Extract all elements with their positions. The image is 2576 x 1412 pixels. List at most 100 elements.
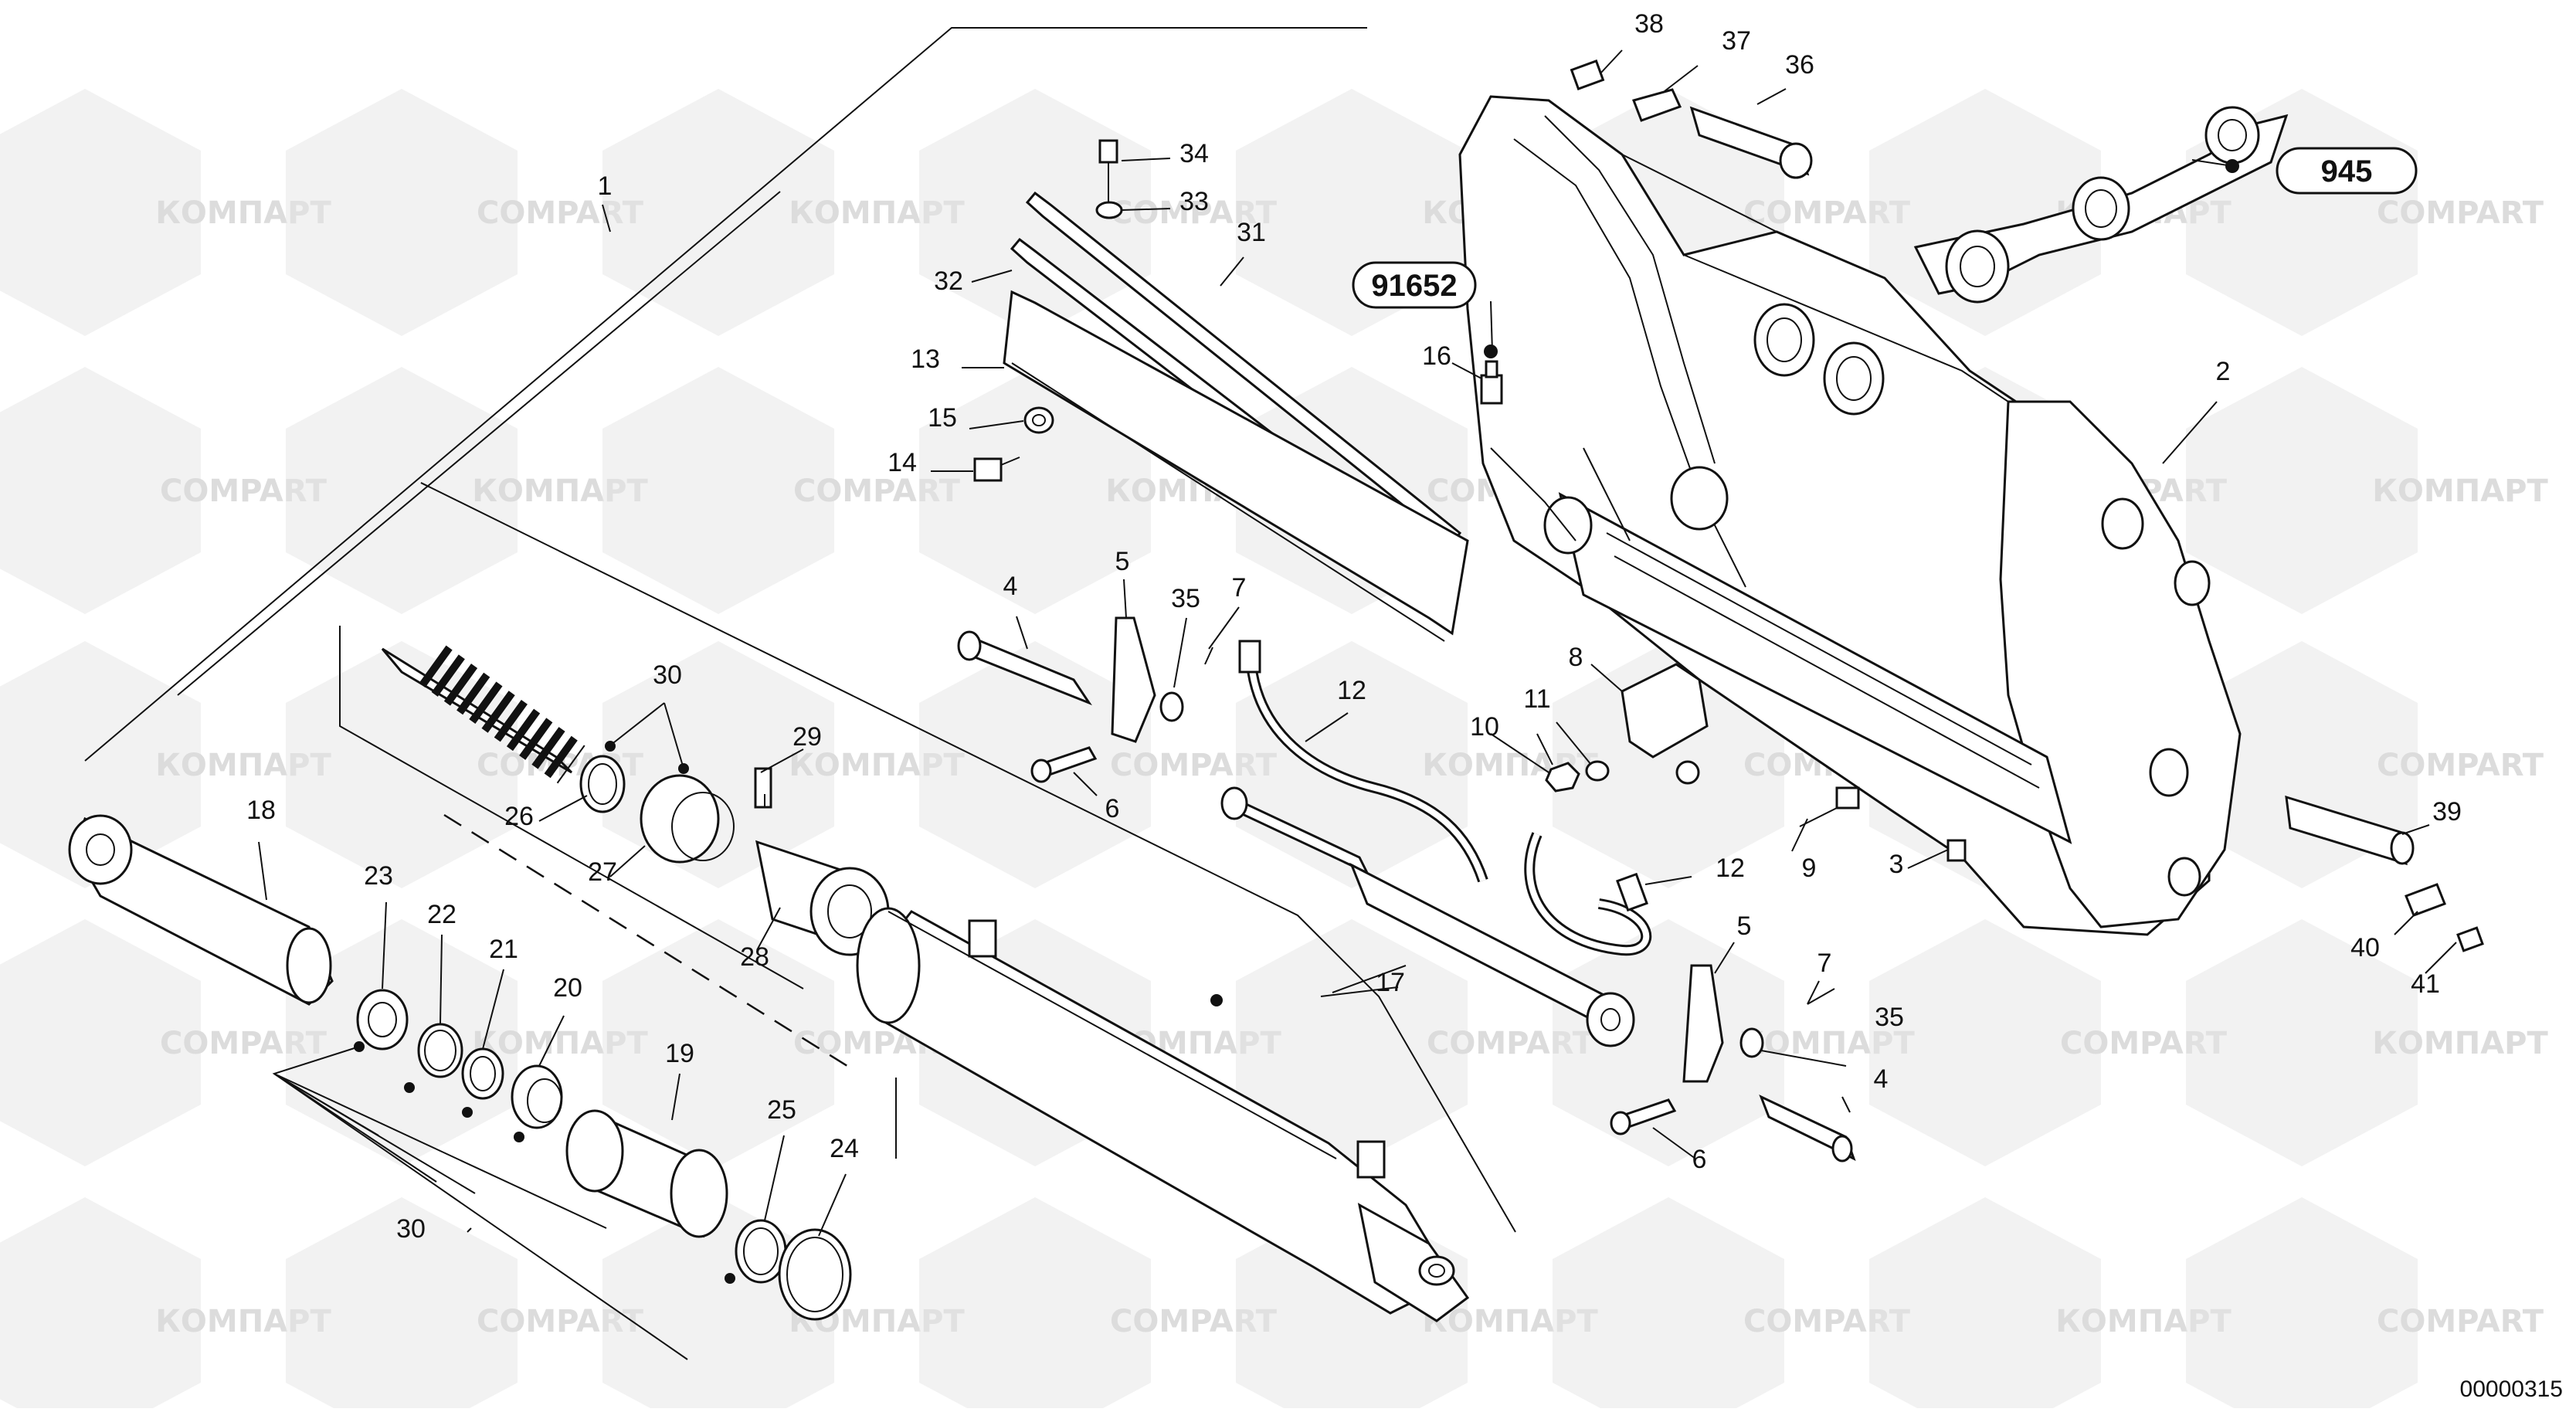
callout-label-31: 31 [1237,218,1266,247]
cylinder-barrel [856,907,1470,1322]
callout-label-6: 6 [1105,794,1120,823]
watermark-word: COMPART [160,473,328,509]
callout-label-10: 10 [1470,712,1499,742]
watermark-logo: COMPART [1236,919,1594,1166]
callout-label-26: 26 [504,802,534,831]
watermark-word: КОМПАРТ [2372,473,2548,509]
callout-labels: 1234455667789101112121314151617181920212… [246,9,2462,1244]
watermark-word: КОМПАРТ [789,748,965,783]
document-number: 00000315 [2460,1376,2563,1402]
callout-label-11: 11 [1523,684,1550,714]
watermark-word: COMPART [1743,1304,1911,1339]
pivot-frame [1458,95,2242,936]
reference-badge-945: 945 [2225,147,2418,195]
callout-label-28: 28 [740,942,769,972]
callout-label-22: 22 [427,900,456,929]
watermark-logo: КОМПАРТ [2186,919,2548,1166]
watermark-logo: КОМПАРТ [602,89,965,336]
watermark-word: COMPART [477,195,644,231]
callout-label-12: 12 [1337,676,1366,705]
watermark-logo: КОМПАРТ [0,1197,331,1412]
callout-label-8: 8 [1569,643,1583,672]
callout-label-40: 40 [2350,933,2380,962]
watermark-word: КОМПАРТ [1739,1026,1915,1061]
callout-label-18: 18 [246,796,276,825]
watermark-logo: COMPART [919,641,1278,888]
callout-label-30-2: 30 [396,1214,426,1244]
watermark-word: COMPART [1110,195,1278,231]
watermark-logo: COMPART [0,919,328,1166]
watermark-word: COMPART [160,1026,328,1061]
watermark-logo: COMPART [919,89,1278,336]
callout-label-21: 21 [489,935,518,964]
callout-label-4: 4 [1003,572,1018,601]
callout-label-30: 30 [653,660,682,690]
watermark-word: КОМПАРТ [155,748,331,783]
callout-label-17: 17 [1376,968,1405,997]
callout-label-7-2: 7 [1817,949,1832,978]
watermark-word: КОМПАРТ [789,195,965,231]
callout-label-35: 35 [1171,584,1200,613]
watermark-word: COMPART [1743,195,1911,231]
callout-label-4-2: 4 [1874,1064,1889,1094]
watermark-word: COMPART [1427,1026,1594,1061]
callout-label-12-2: 12 [1716,854,1745,883]
watermark-logo: COMPART [2186,1197,2544,1412]
watermark-logo: КОМПАРТ [1869,1197,2232,1412]
callout-label-23: 23 [364,861,393,891]
hydraulic-hoses [1238,640,1652,956]
watermark-word: КОМПАРТ [155,1304,331,1339]
watermark-logo: COMPART [1869,919,2228,1166]
callout-label-41: 41 [2411,969,2440,999]
callout-label-9: 9 [1802,854,1817,883]
watermark-logo: КОМПАРТ [2186,367,2548,614]
assembly-outline-17 [420,482,1516,1233]
watermark-word: КОМПАРТ [155,195,331,231]
callout-label-35-2: 35 [1875,1003,1904,1032]
cylinder-rod [68,814,334,1006]
callout-label-25: 25 [767,1095,796,1125]
callout-label-20: 20 [553,973,582,1003]
watermark-logo: COMPART [286,89,644,336]
callout-label-2: 2 [2216,357,2231,386]
watermark-word: КОМПАРТ [2055,1304,2232,1339]
wear-strips [1003,191,1469,642]
watermark-word: COMPART [2060,1026,2228,1061]
watermark-logo: КОМПАРТ [1553,919,1915,1166]
watermark-logo: КОМПАРТ [286,367,648,614]
callout-label-15: 15 [928,403,957,433]
callout-label-13: 13 [911,345,940,374]
callout-leaders [258,49,2457,1237]
callout-label-32: 32 [934,266,963,296]
callout-label-1: 1 [598,171,613,201]
watermark-word: КОМПАРТ [2372,1026,2548,1061]
watermark-logo: COMPART [0,367,328,614]
callout-label-34: 34 [1179,139,1209,168]
watermark-word: COMPART [2377,1304,2544,1339]
callout-label-7: 7 [1232,573,1247,602]
callout-label-5-2: 5 [1737,911,1752,941]
watermark-logo: КОМПАРТ [0,89,331,336]
watermark-logo: COMPART [602,919,961,1166]
callout-label-14: 14 [888,448,917,477]
small-cylinder [1220,786,1635,1047]
watermark-word: COMPART [1110,1304,1278,1339]
reference-badge-91652: 91652 [1352,261,1498,358]
callout-label-38: 38 [1634,9,1664,39]
callout-label-6-2: 6 [1692,1145,1707,1174]
callout-label-36: 36 [1785,50,1814,80]
watermark-word: COMPART [793,473,961,509]
callout-label-33: 33 [1179,187,1209,216]
watermark-logo: COMPART [602,367,961,614]
seal-kit [273,626,897,1360]
callout-label-19: 19 [665,1039,694,1068]
small-hardware [957,59,2484,1163]
callout-label-5: 5 [1115,547,1130,576]
callout-label-16: 16 [1422,341,1451,371]
watermark-logo: КОМПАРТ [602,1197,965,1412]
callout-label-24: 24 [830,1134,859,1163]
watermark-logo: КОМПАРТ [1236,641,1598,888]
callout-label-29: 29 [792,722,822,752]
